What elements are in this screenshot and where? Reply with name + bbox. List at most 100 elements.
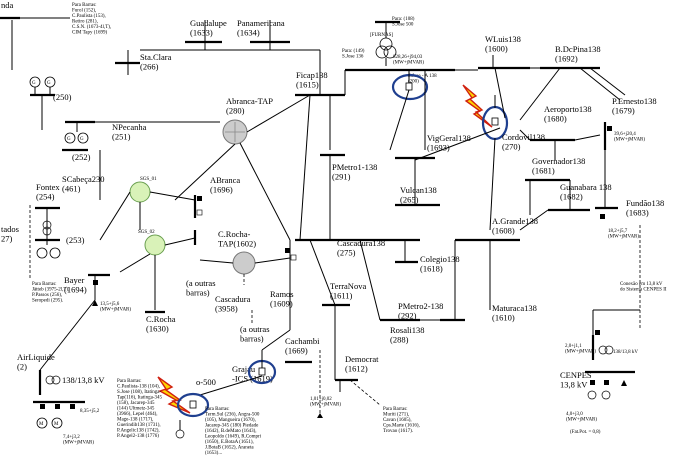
- bus-label-scabeca: SCabeça230(461): [62, 174, 105, 193]
- transformer-icon: [42, 226, 52, 236]
- motor-m-glyph: M: [54, 422, 59, 427]
- breaker-icon: [590, 380, 595, 385]
- motor-icon: [587, 390, 597, 400]
- bus-label-viggeral: VigGeral138(1693): [427, 133, 471, 152]
- breaker-open-icon: [491, 117, 499, 126]
- bus-label-abranca: ABranca(1696): [210, 175, 240, 194]
- bus-label-cordovil: Cordovil138(270): [502, 132, 545, 151]
- bus-label-fontex: Fontex(254): [36, 182, 60, 201]
- bus-label-vulcan: Vulcan138(265): [400, 185, 437, 204]
- load-arrow-icon: [621, 380, 627, 386]
- cenpes-pf: (Fat.Pot. = 0,8): [570, 430, 601, 435]
- line-tap-svc: [174, 143, 236, 201]
- generator-icon: [77, 132, 89, 144]
- bus-label-253: (253): [66, 235, 85, 245]
- breaker-icon: [40, 404, 45, 409]
- generator-g-glyph: G: [67, 137, 71, 142]
- line-cascadura-terranova: [309, 239, 336, 306]
- bus-label-democrat: Democrat(1612): [345, 354, 379, 373]
- line-pernesto-aeroporto: [574, 134, 601, 141]
- transformer-icon: [383, 45, 397, 59]
- motor-m-glyph: M: [39, 422, 44, 427]
- bus-label-ramos: Ramos(1609): [270, 289, 294, 308]
- airliquide-flow2: 8,35+j5,2: [80, 409, 100, 414]
- breaker-icon: [197, 196, 202, 201]
- motor-icon: [51, 417, 63, 429]
- generator-icon: [64, 132, 76, 144]
- transformer-icon: [45, 375, 55, 385]
- bus-label-crocha-tap: C.Rocha-TAP(1602): [218, 229, 256, 248]
- fundao-flow: 18,2+j5,7(MW+jMVAR): [608, 229, 639, 240]
- dash-democrat-notes: [349, 379, 381, 406]
- bus-label-pmetro2: PMetro2-138(292): [398, 301, 443, 320]
- bus-label-colegio: Colegio138(1618): [420, 254, 460, 273]
- line-tap-ficap: [246, 94, 311, 133]
- transformer-icon: [604, 345, 614, 355]
- line-cordovil-vig: [414, 127, 501, 161]
- crocha-tap-node: [232, 251, 256, 275]
- breaker-icon: [55, 404, 60, 409]
- bus-label-252: (252): [72, 152, 91, 162]
- furnas-label: [FURNAS]: [370, 33, 393, 38]
- bus-label-fundao: Fundão138(1683): [626, 198, 664, 217]
- bus-label-sjose-a: S.Jose - A 138(200): [408, 74, 437, 85]
- note-terranova: Para Barras:Term.Sul (236), Angra-500(10…: [205, 407, 262, 456]
- bus-label-agrande: A.Grande138(1608): [492, 216, 538, 235]
- breaker-open-icon: [405, 82, 413, 91]
- line-svc02-bayer: [119, 253, 151, 273]
- bus-label-aeroporto: Aeroporto138(1680): [544, 104, 592, 123]
- bus-label-crocha: C.Rocha(1630): [146, 314, 176, 333]
- breaker-icon: [290, 254, 297, 261]
- bus-label-panamericana: Panamericana(1634): [237, 18, 285, 37]
- line-ficap-south: [299, 94, 311, 241]
- bus-label-pmetro1: PMetro1-138(291): [332, 162, 377, 181]
- note-top-left-text: Para Barras:Furol (152),C.Paulista (153)…: [72, 3, 111, 36]
- bus-label-pernesto: P.Ernesto138(1679): [612, 96, 657, 115]
- line-cascadura-pmetro2: [359, 239, 381, 321]
- load-arrow-icon: [317, 413, 323, 418]
- furnas-flow: 828,26+j94,03(MW+jMVAR): [393, 55, 424, 66]
- bus-label-cachambi: Cachambi(1669): [285, 336, 320, 355]
- bus-label-nda: nda: [1, 0, 14, 10]
- bus-label-guanabara: Guanabara 138(1682): [560, 182, 612, 201]
- line-svc01-abranca: [149, 191, 196, 201]
- bus-label-abranca-tap: Abranca-TAP(280): [226, 96, 273, 115]
- bus-label-governador: Governador138(1681): [532, 156, 585, 175]
- line-sjose-pmetro1: [389, 89, 410, 151]
- bus-label-npecanha: NPecanha(251): [112, 122, 147, 141]
- airliquide-flow: 7,4+j3,2(MW+jMVAR): [63, 435, 94, 446]
- line-cordovil-agrande: [489, 137, 496, 231]
- cenpes-load: 4,0+j3,0(MW+jMVAR): [566, 412, 597, 423]
- breaker-icon: [595, 330, 600, 335]
- breaker-open-icon: [189, 400, 197, 409]
- bus-label-500: o-500: [196, 377, 216, 387]
- note-top-left: Para Barras:Furol (152),C.Paulista (153)…: [72, 3, 111, 36]
- line-grajau-ramos: [261, 329, 291, 351]
- generator-g-glyph: G: [32, 81, 36, 86]
- bus-label-terranova: TerraNova(1611): [330, 281, 366, 300]
- line-guanabara-agrande: [519, 209, 549, 231]
- breaker-open-icon: [258, 367, 266, 376]
- line-svc01-bayer: [99, 191, 131, 241]
- cenpes-flow: 2,0+j1,1(MW+jMVAR): [565, 344, 596, 355]
- bus-label-cascadura: Cascadura(3958): [215, 294, 251, 313]
- line-crocha-tap-east: [254, 257, 291, 264]
- bus-label-bdcpina: B.DcPina138(1692): [555, 44, 601, 63]
- motor-icon: [601, 390, 611, 400]
- line-svc02-abranca: [164, 237, 196, 246]
- flow-101: 1,01+j0,02(MW+jMVAR): [310, 397, 341, 408]
- bayer-flow: 13,5+j5,6(MW+jMVAR): [100, 302, 131, 313]
- breaker-icon: [285, 248, 290, 253]
- load-arrow-icon: [92, 300, 98, 306]
- transformer-icon: [375, 45, 389, 59]
- fault-lightning-icon: [157, 376, 191, 414]
- note-bottom-left: Para Barras:Jätteb (3975-2l,T),P.Passos …: [32, 282, 69, 304]
- bus-label-rosali: Rosali138(288): [390, 325, 424, 344]
- bus-label-airliquide: AirLiquide(2): [17, 352, 55, 371]
